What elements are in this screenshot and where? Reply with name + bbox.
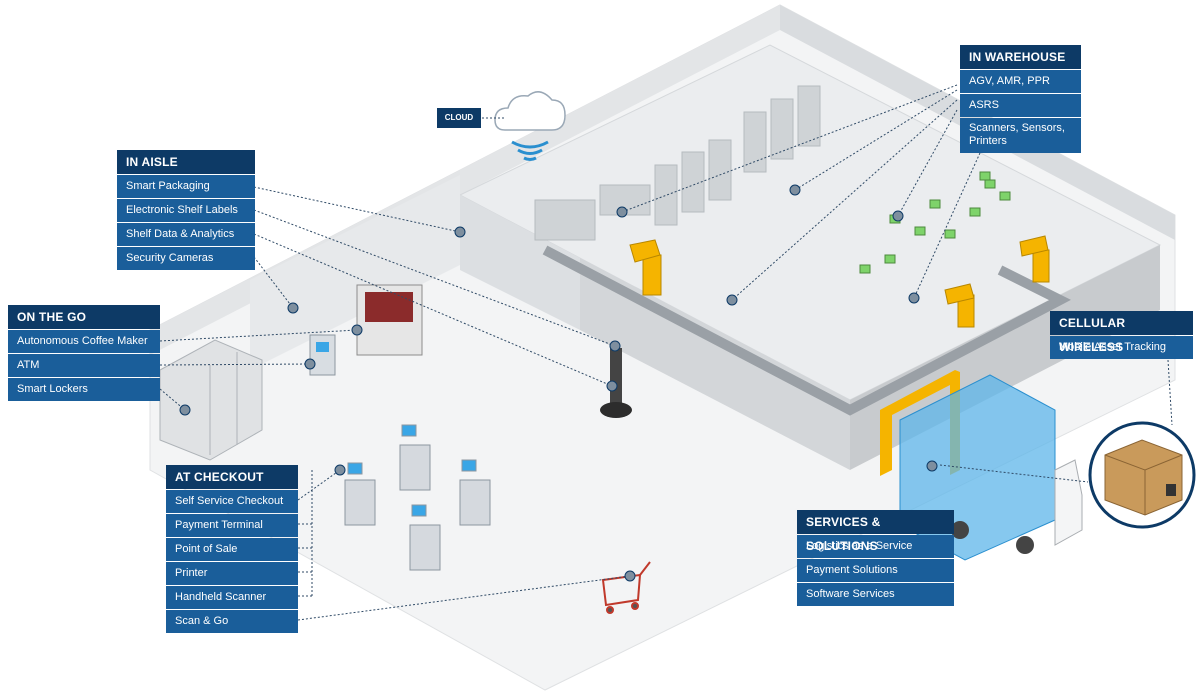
in-aisle-item: Electronic Shelf Labels <box>117 199 255 222</box>
at-checkout-item: Payment Terminal <box>166 514 298 537</box>
coffee-maker-front <box>365 292 413 322</box>
cellular-wireless-panel: CELLULAR WIRELESS Mobile Asset Tracking <box>1050 311 1193 359</box>
at-checkout-item: Scan & Go <box>166 610 298 633</box>
services-solutions-item: Software Services <box>797 583 954 606</box>
services-solutions-title: SERVICES & SOLUTIONS <box>797 510 954 553</box>
smart-lockers <box>159 339 263 461</box>
on-the-go-item: Smart Lockers <box>8 378 160 401</box>
at-checkout-panel: AT CHECKOUT Self Service Checkout Paymen… <box>166 465 298 633</box>
at-checkout-item: Handheld Scanner <box>166 586 298 609</box>
cloud-label: CLOUD <box>437 108 481 128</box>
robotic-arms <box>629 235 1050 328</box>
in-warehouse-item: AGV, AMR, PPR <box>960 70 1081 93</box>
in-aisle-title: IN AISLE <box>117 150 255 174</box>
cellular-wireless-title: CELLULAR WIRELESS <box>1050 311 1193 354</box>
warehouse-wall-front <box>580 258 850 470</box>
in-aisle-panel: IN AISLE Smart Packaging Electronic Shel… <box>117 150 255 270</box>
truck-wheel <box>951 521 969 539</box>
at-checkout-item: Point of Sale <box>166 538 298 561</box>
in-warehouse-item: ASRS <box>960 94 1081 117</box>
on-the-go-item: Autonomous Coffee Maker <box>8 330 160 353</box>
in-aisle-item: Security Cameras <box>117 247 255 270</box>
truck-wheel <box>1016 536 1034 554</box>
atm-kiosk <box>309 334 336 376</box>
truck-cab <box>1054 459 1083 546</box>
warehouse-wall-back <box>460 195 580 330</box>
services-solutions-item: Logistics as a Service <box>797 535 954 558</box>
store-wall <box>250 175 460 370</box>
services-solutions-item: Payment Solutions <box>797 559 954 582</box>
storage-racks <box>534 85 821 241</box>
on-the-go-title: ON THE GO <box>8 305 160 329</box>
in-aisle-item: Shelf Data & Analytics <box>117 223 255 246</box>
at-checkout-item: Self Service Checkout <box>166 490 298 513</box>
cloud-icon <box>494 91 566 161</box>
shopping-cart <box>601 561 651 614</box>
services-solutions-panel: SERVICES & SOLUTIONS Logistics as a Serv… <box>797 510 954 606</box>
cellular-wireless-item: Mobile Asset Tracking <box>1050 336 1193 359</box>
package-icon <box>1104 439 1183 516</box>
connector-dots <box>179 184 938 582</box>
conveyor-belt <box>542 245 1071 416</box>
in-warehouse-panel: IN WAREHOUSE AGV, AMR, PPR ASRS Scanners… <box>960 45 1081 153</box>
self-checkout-kiosks <box>344 424 491 571</box>
in-warehouse-title: IN WAREHOUSE <box>960 45 1081 69</box>
on-the-go-item: ATM <box>8 354 160 377</box>
shelf-robot <box>610 348 622 408</box>
in-warehouse-item: Scanners, Sensors, Printers <box>960 118 1081 153</box>
on-the-go-panel: ON THE GO Autonomous Coffee Maker ATM Sm… <box>8 305 160 401</box>
at-checkout-title: AT CHECKOUT <box>166 465 298 489</box>
atm-screen <box>316 342 329 352</box>
shelf-robot-base <box>600 402 632 418</box>
at-checkout-item: Printer <box>166 562 298 585</box>
connector-lines <box>159 84 1173 621</box>
in-aisle-item: Smart Packaging <box>117 175 255 198</box>
